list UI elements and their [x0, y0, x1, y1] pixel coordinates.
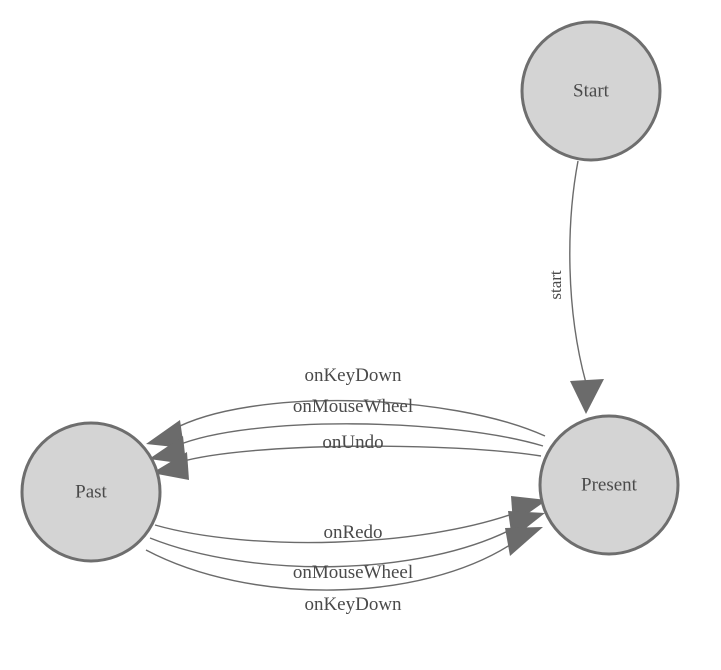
arrowhead-present-past-3 — [152, 452, 189, 480]
edge-present-to-past-onkeydown[interactable]: onKeyDown — [146, 365, 546, 448]
edge-path-past-present-3 — [145, 542, 514, 591]
edge-label-present-past-1: onKeyDown — [304, 365, 402, 386]
arrowhead-present-past-1 — [146, 420, 184, 448]
arrowhead-start-present — [570, 379, 604, 414]
edge-label-present-past-2: onMouseWheel — [293, 396, 413, 417]
edge-path-start-present — [569, 160, 587, 384]
node-past-circle — [20, 421, 162, 563]
node-start-label: Start — [573, 80, 610, 101]
node-past[interactable]: Past — [20, 421, 162, 563]
edge-path-present-past-2 — [175, 423, 544, 447]
edge-label-start: start — [546, 270, 565, 300]
arrowhead-past-present-3 — [505, 527, 543, 556]
node-present-circle — [538, 414, 680, 556]
edge-path-present-past-1 — [171, 399, 546, 437]
edge-path-past-present-2 — [149, 526, 517, 568]
node-past-label: Past — [75, 481, 107, 502]
edge-path-past-present-1 — [154, 511, 519, 544]
node-start-circle — [520, 20, 662, 162]
arrowhead-present-past-2 — [149, 436, 186, 464]
edge-label-past-present-1: onRedo — [323, 522, 382, 543]
edge-past-to-present-onredo[interactable]: onRedo — [154, 496, 547, 544]
edge-label-past-present-2: onMouseWheel — [293, 562, 413, 583]
edge-past-to-present-onkeydown[interactable]: onKeyDown — [145, 527, 543, 615]
edge-label-present-past-3: onUndo — [322, 432, 383, 453]
node-present[interactable]: Present — [538, 414, 680, 556]
edge-label-past-present-3: onKeyDown — [304, 594, 402, 615]
node-present-label: Present — [581, 474, 638, 495]
edge-present-to-past-onundo[interactable]: onUndo — [152, 432, 542, 480]
edge-path-present-past-3 — [179, 445, 542, 463]
edge-start-to-present[interactable]: start — [546, 160, 604, 414]
edge-present-to-past-onmousewheel[interactable]: onMouseWheel — [149, 396, 544, 464]
node-start[interactable]: Start — [520, 20, 662, 162]
